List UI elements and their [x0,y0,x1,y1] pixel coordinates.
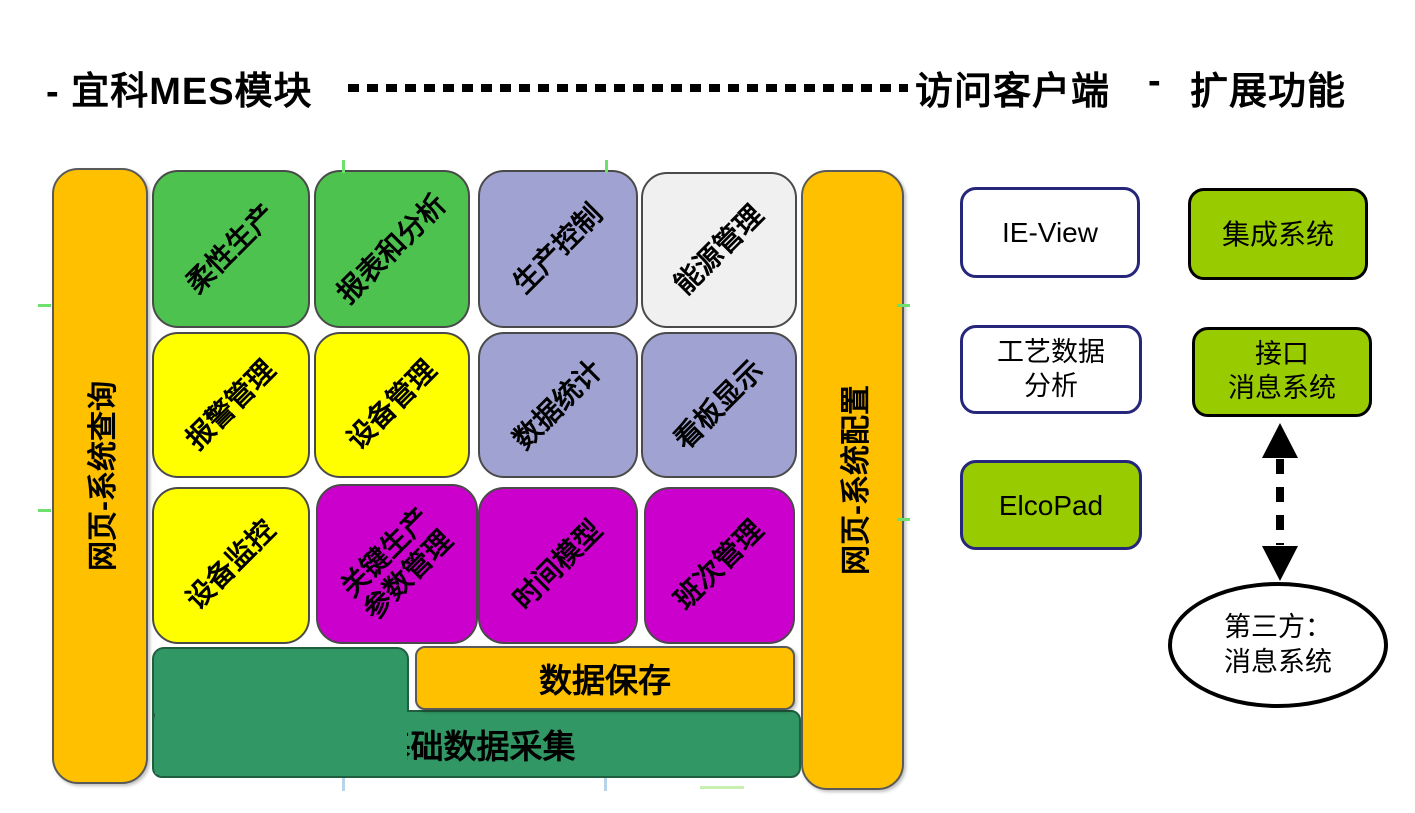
interface-message-system-label: 接口 消息系统 [1228,339,1336,403]
client-process-data-label: 工艺数据 分析 [997,336,1105,401]
integration-system-label: 集成系统 [1221,218,1334,250]
client-ie-view: IE-View [960,187,1140,278]
web-system-query-bar: 网页-系统查询 [52,168,148,784]
client-elcopad: ElcoPad [960,460,1142,550]
module-report-analysis: 报表和分析 [314,170,470,328]
module-label: 柔性生产 [180,198,282,300]
module-label: 数据统计 [507,354,609,456]
base-data-collection-joint [155,700,407,774]
module-label: 设备管理 [341,354,443,456]
module-label: 报表和分析 [331,188,453,310]
access-clients-title: 访问客户端 [915,71,1111,113]
web-system-config-bar: 网页-系统配置 [801,170,904,790]
module-production-control: 生产控制 [478,170,638,328]
third-party-message-system-ellipse: 第三方： 消息系统 [1168,582,1388,708]
module-energy-management: 能源管理 [641,172,797,328]
module-label: 看板显示 [668,354,770,456]
artifact-tick [700,786,744,789]
artifact-tick [342,778,345,791]
artifact-tick [38,304,51,307]
module-shift-management: 班次管理 [644,487,795,644]
web-system-query-label: 网页-系统查询 [87,381,120,571]
module-label: 关键生产 参数管理 [334,501,459,626]
data-save-label: 数据保存 [539,662,671,699]
data-save-bar: 数据保存 [415,646,795,710]
module-label: 设备监控 [180,514,282,616]
module-flexible-production: 柔性生产 [152,170,310,328]
module-equipment-management: 设备管理 [314,332,470,478]
artifact-tick [897,304,910,307]
module-key-production-params: 关键生产 参数管理 [316,484,478,644]
module-alarm-management: 报警管理 [152,332,310,478]
extension-interface-message-system: 接口 消息系统 [1192,327,1372,417]
module-label: 时间模型 [507,514,609,616]
third-party-message-system-label: 第三方： 消息系统 [1224,611,1332,677]
module-label: 班次管理 [668,514,770,616]
header-dashed-divider [348,84,908,92]
artifact-tick [342,160,345,173]
header-separator-dash: - [1148,60,1162,102]
extension-functions-title: 扩展功能 [1190,71,1347,113]
artifact-tick [897,518,910,521]
mes-modules-title: - 宜科MES模块 [46,71,313,113]
artifact-tick [604,778,607,791]
web-system-config-label: 网页-系统配置 [839,385,873,575]
client-elcopad-label: ElcoPad [998,489,1104,521]
artifact-tick [38,509,51,512]
client-ie-view-label: IE-View [1002,217,1098,248]
extension-integration-system: 集成系统 [1188,188,1368,280]
module-label: 报警管理 [180,354,282,456]
module-kanban-display: 看板显示 [641,332,797,478]
module-label: 能源管理 [668,199,770,301]
dashed-double-arrow [1262,423,1298,581]
module-equipment-monitoring: 设备监控 [152,487,310,644]
base-data-collection-label: 基础数据采集 [377,728,576,765]
module-data-statistics: 数据统计 [478,332,638,478]
module-time-model: 时间模型 [478,487,638,644]
artifact-tick [605,160,608,173]
module-label: 生产控制 [507,198,609,300]
client-process-data-analysis: 工艺数据 分析 [960,325,1142,414]
